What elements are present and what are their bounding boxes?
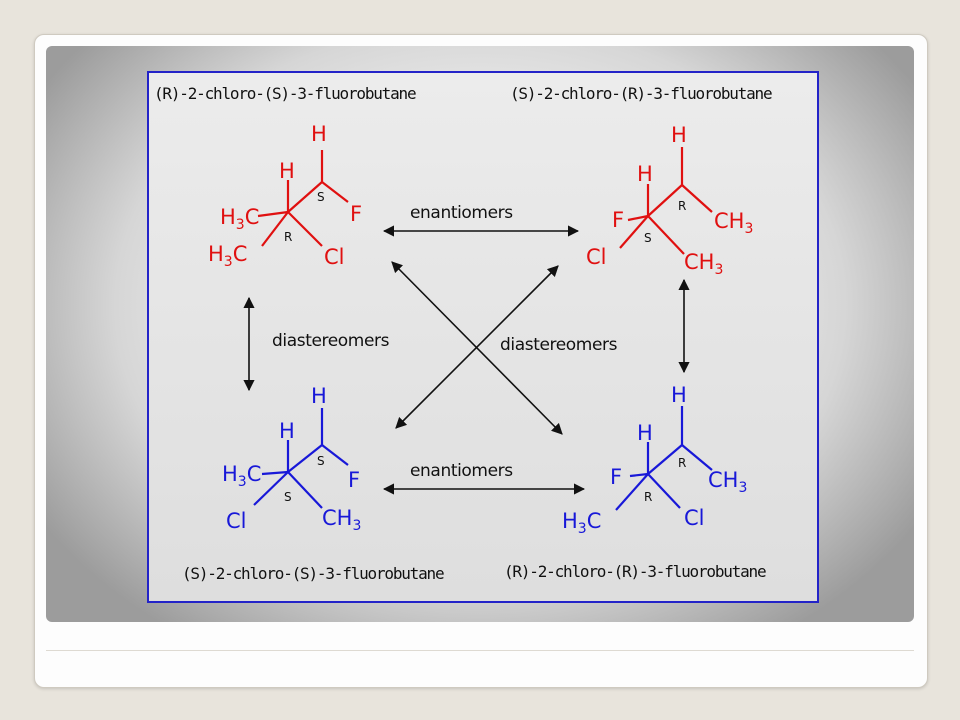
name-bottom-right: (R)-2-chloro-(R)-3-fluorobutane bbox=[504, 562, 766, 581]
svg-text:F: F bbox=[612, 208, 624, 232]
svg-text:H3C: H3C bbox=[220, 205, 259, 233]
svg-text:Cl: Cl bbox=[324, 245, 345, 269]
svg-text:S: S bbox=[317, 454, 325, 468]
svg-text:H3C: H3C bbox=[562, 509, 601, 537]
svg-text:H: H bbox=[637, 162, 653, 186]
slide-footer-divider bbox=[46, 650, 914, 651]
svg-text:S: S bbox=[317, 190, 325, 204]
svg-text:H: H bbox=[311, 122, 327, 146]
label-diastereomers-left: diastereomers bbox=[272, 331, 390, 351]
svg-text:R: R bbox=[284, 230, 292, 244]
molecule-bottom-left: H H F H3C Cl CH3 S S bbox=[222, 384, 361, 534]
svg-text:CH3: CH3 bbox=[322, 506, 361, 534]
label-enantiomers-bottom: enantiomers bbox=[410, 461, 513, 481]
svg-text:Cl: Cl bbox=[586, 245, 607, 269]
svg-text:H: H bbox=[671, 123, 687, 147]
name-top-right: (S)-2-chloro-(R)-3-fluorobutane bbox=[510, 84, 772, 103]
svg-text:H: H bbox=[279, 159, 295, 183]
svg-text:CH3: CH3 bbox=[714, 209, 753, 237]
svg-text:H3C: H3C bbox=[208, 242, 247, 270]
svg-text:H: H bbox=[637, 421, 653, 445]
svg-text:CH3: CH3 bbox=[708, 468, 747, 496]
svg-text:H3C: H3C bbox=[222, 462, 261, 490]
svg-text:F: F bbox=[350, 202, 362, 226]
molecule-top-left: H H F H3C H3C Cl S R bbox=[208, 122, 362, 270]
name-top-left: (R)-2-chloro-(S)-3-fluorobutane bbox=[154, 84, 416, 103]
svg-text:F: F bbox=[610, 465, 622, 489]
svg-text:S: S bbox=[644, 231, 652, 245]
svg-text:CH3: CH3 bbox=[684, 250, 723, 278]
svg-text:R: R bbox=[678, 456, 686, 470]
svg-text:Cl: Cl bbox=[226, 509, 247, 533]
molecule-top-right: H H F Cl CH3 CH3 R S bbox=[586, 123, 753, 278]
label-diastereomers-center: diastereomers bbox=[500, 335, 618, 355]
molecule-bottom-right: H H F CH3 H3C Cl R R bbox=[562, 383, 747, 537]
label-enantiomers-top: enantiomers bbox=[410, 203, 513, 223]
svg-text:H: H bbox=[279, 419, 295, 443]
svg-text:R: R bbox=[644, 490, 652, 504]
svg-text:S: S bbox=[284, 490, 292, 504]
name-bottom-left: (S)-2-chloro-(S)-3-fluorobutane bbox=[182, 564, 444, 583]
arrow-diagonal-diastereomers bbox=[395, 265, 559, 429]
svg-text:Cl: Cl bbox=[684, 506, 705, 530]
svg-text:H: H bbox=[311, 384, 327, 408]
svg-text:F: F bbox=[348, 468, 360, 492]
svg-text:H: H bbox=[671, 383, 687, 407]
svg-text:R: R bbox=[678, 199, 686, 213]
